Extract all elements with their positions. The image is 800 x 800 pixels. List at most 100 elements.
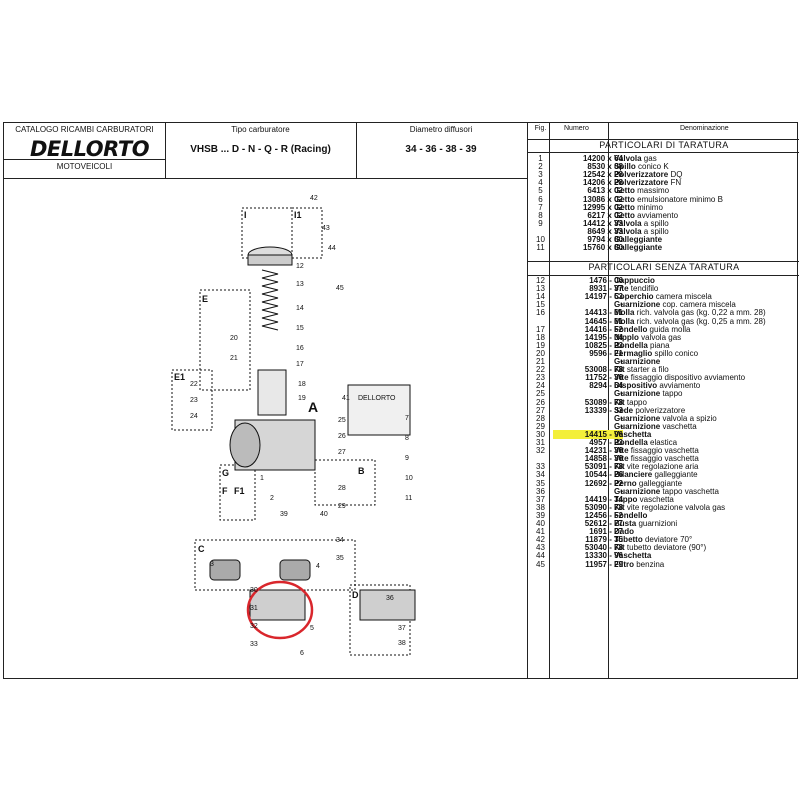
section1-title: PARTICOLARI DI TARATURA [599, 140, 729, 150]
row-detail: starter a filo [624, 365, 669, 375]
row-fig: 42 [536, 535, 545, 545]
row-name: Guarnizione [614, 486, 661, 496]
row-denomination: Kit vite regolazione valvola gas [614, 503, 725, 512]
row-name: Dispositivo [614, 381, 658, 391]
row-fig: 2 [538, 162, 543, 172]
type-label: Tipo carburatore [231, 125, 290, 134]
callout-4: 4 [316, 563, 320, 570]
row-name: Guarnizione [614, 357, 661, 366]
row-name: Sede [614, 405, 634, 415]
group-d-box [349, 584, 411, 656]
row-fig: 30 [536, 429, 545, 439]
row-fig: 36 [536, 486, 545, 496]
row-denomination: Valvola a spillo [614, 227, 669, 236]
row-name: Getto [614, 210, 635, 220]
row-number: 11879 - 35 [585, 535, 623, 545]
callout-12: 12 [296, 263, 304, 270]
row-name: Vaschetta [614, 551, 652, 561]
callout-2: 2 [270, 495, 274, 502]
group-label-e: E [202, 294, 208, 304]
float-11 [279, 559, 311, 581]
intake-part [229, 422, 261, 468]
callout-10: 10 [405, 475, 413, 482]
row-denomination: Molla rich. valvola gas (kg. 0,22 a mm. … [614, 308, 766, 317]
row-number: 11752 - 36 [585, 373, 623, 383]
callout-44: 44 [328, 245, 336, 252]
row-fig: 9 [538, 218, 543, 228]
callout-1: 1 [260, 475, 264, 482]
brand-logo-text: DELLORTO [30, 137, 150, 161]
row-denomination: Tubetto deviatore 70° [614, 535, 692, 544]
row-denomination: Busta guarnizioni [614, 519, 677, 528]
callout-5: 5 [310, 625, 314, 632]
group-e1-box [171, 369, 213, 431]
col-divider-left [165, 123, 166, 179]
callout-17: 17 [296, 361, 304, 368]
row-number: 12995 x 02 [582, 202, 623, 212]
row-denomination: Kit tubetto deviatore (90°) [614, 543, 706, 552]
section1-line [527, 152, 799, 153]
row-denomination: Guarnizione [614, 357, 660, 366]
group-label-i1: I1 [294, 210, 302, 220]
row-detail: vaschetta [637, 494, 674, 504]
row-fig: 3 [538, 170, 543, 180]
row-denomination: Galleggiante [614, 243, 662, 252]
row-fig: 41 [536, 527, 545, 537]
row-name: Getto [614, 186, 635, 196]
row-name: Guarnizione [614, 421, 661, 431]
callout-28: 28 [338, 485, 346, 492]
callout-3: 3 [210, 561, 214, 568]
row-name: Dado [614, 527, 634, 537]
row-denomination: Kit vite regolazione aria [614, 462, 699, 471]
col-den-header: Denominazione [680, 125, 729, 132]
row-name: Molla [614, 316, 635, 326]
row-detail: tappo [660, 389, 683, 399]
row-fig: 21 [536, 357, 545, 366]
row-number: 52612 - 77 [584, 519, 623, 528]
row-fig: 11 [536, 243, 545, 253]
callout-37: 37 [398, 625, 406, 632]
row-name: Nipplo [614, 332, 639, 342]
row-fig: 29 [536, 421, 545, 431]
row-detail: avviamento [634, 210, 679, 220]
row-fig: 43 [536, 543, 545, 553]
row-number: 10544 - 26 [584, 470, 623, 480]
group-e-box [199, 289, 251, 391]
row-detail: spillo conico [652, 348, 699, 358]
row-detail: massimo [634, 186, 670, 196]
row-number: 6413 x 02 [587, 186, 623, 196]
row-number: 13086 x 02 [582, 194, 623, 204]
callout-24: 24 [190, 413, 198, 420]
row-fig: 4 [538, 178, 543, 188]
row-number: 53091 - 78 [584, 462, 623, 472]
row-detail: a spillo [641, 226, 669, 236]
row-number: 53089 - 78 [584, 397, 623, 407]
row-denomination: Guarnizione tappo [614, 389, 682, 398]
callout-9: 9 [405, 455, 409, 462]
row-name: Vite [614, 284, 629, 294]
callout-39: 39 [280, 511, 288, 518]
row-fig: 25 [536, 389, 545, 399]
callout-43: 43 [322, 225, 330, 232]
row-denomination: Rondella elastica [614, 438, 677, 447]
callout-11: 11 [405, 495, 412, 502]
row-detail: rich. valvola gas (kg. 0,22 a mm. 28) [634, 308, 766, 318]
row-fig: 44 [536, 551, 545, 561]
catalog-sheet [3, 122, 799, 679]
callout-19: 19 [298, 395, 306, 402]
group-label-a: A [308, 399, 318, 415]
row-denomination: Dispositivo avviamento [614, 381, 700, 390]
callout-34: 34 [336, 537, 344, 544]
row-name: Polverizzatore [614, 178, 669, 188]
callout-45: 45 [336, 285, 344, 292]
row-denomination: Sede polverizzatore [614, 406, 685, 415]
row-denomination: Dado [614, 527, 634, 536]
row-number: 13339 - 33 [584, 405, 623, 415]
row-name: Valvola [614, 218, 642, 228]
row-number: 13330 - 96 [584, 551, 623, 561]
row-denomination: Vaschetta [614, 430, 651, 439]
row-number: 1476 - 06 [589, 276, 623, 285]
row-fig: 32 [536, 446, 545, 456]
row-name: Cappuccio [614, 276, 655, 285]
row-fig: 33 [536, 462, 545, 472]
